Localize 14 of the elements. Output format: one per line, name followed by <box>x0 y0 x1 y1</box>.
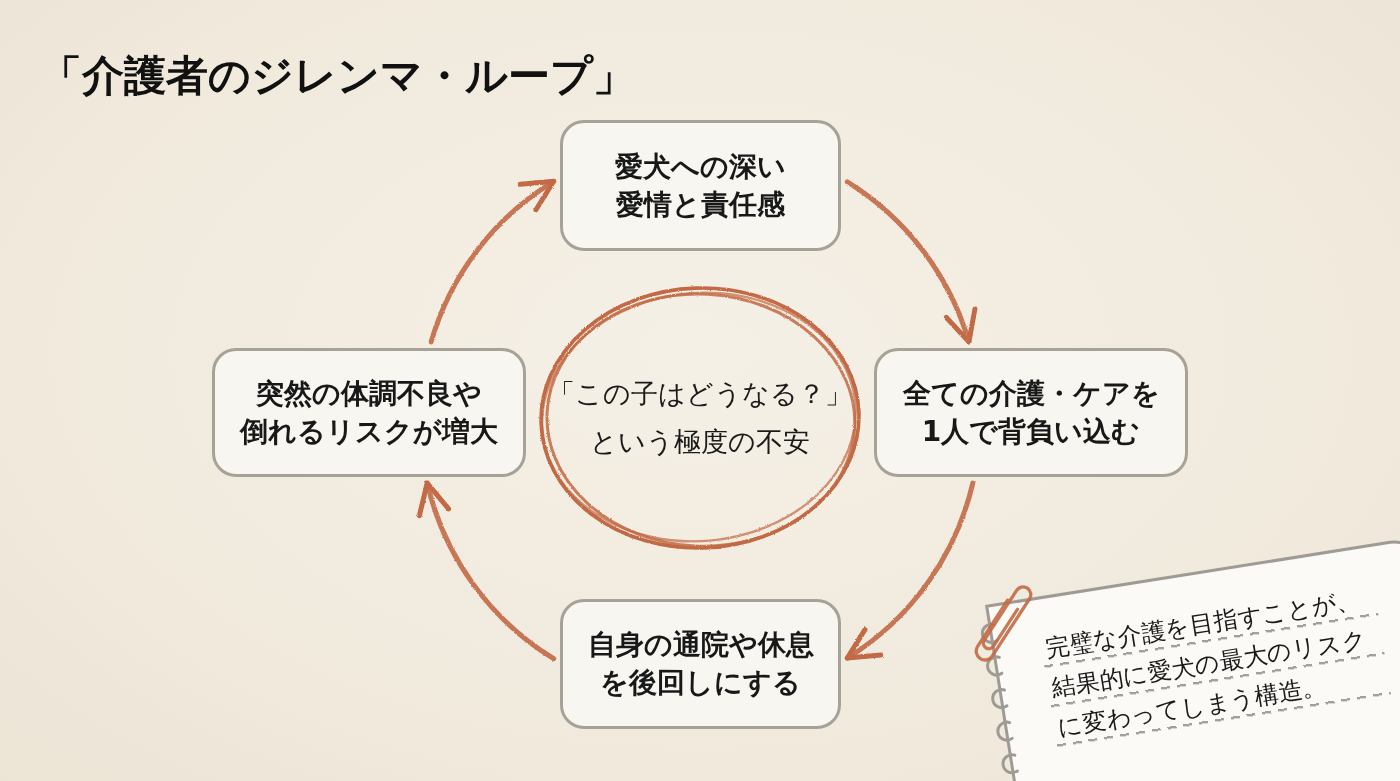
process-box <box>560 599 841 729</box>
curved-arrow <box>844 179 976 345</box>
title: 「介護者のジレンマ・ループ」 <box>40 50 635 102</box>
curved-arrow <box>418 480 557 662</box>
center-text: 「この子はどうなる？」という極度の不安 <box>548 377 852 459</box>
curved-arrow <box>428 178 557 345</box>
box-text: 愛犬への深い愛情と責任感 <box>615 148 786 223</box>
box-text: 全ての介護・ケアを1人で背負い込む <box>902 375 1160 450</box>
process-box <box>560 120 841 251</box>
curved-arrow <box>844 480 976 661</box>
box-text: 自身の通院や休息を後回しにする <box>587 627 814 701</box>
process-box <box>212 348 526 477</box>
process-box <box>874 348 1188 477</box>
box-text: 突然の体調不良や倒れるリスクが増大 <box>240 375 498 450</box>
